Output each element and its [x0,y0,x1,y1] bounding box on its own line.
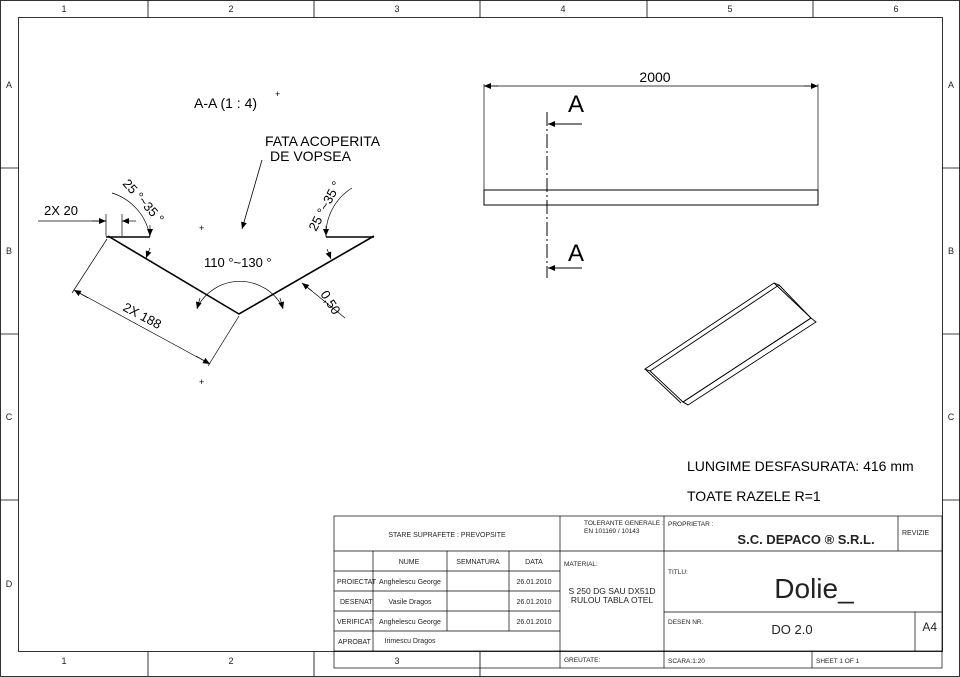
dim-wing-arrow-b [195,355,211,365]
paint-note-leader [241,159,263,230]
dim-thickness: 0,50 [317,288,343,317]
material-line1: S 250 DG SAU DX51D [569,586,656,596]
dim-center-angle: 110 °~130 ° [204,255,272,270]
title-block [333,515,943,669]
section-mark-bottom: A [568,240,584,267]
section-mark-top: A [568,91,584,118]
dim-wing-ext-a [71,238,108,294]
zone-col-6: 6 [893,4,898,14]
dim-right-angle: 25 °~35 ° [305,179,344,234]
date-designed: 26.01.2010 [516,579,551,586]
profile-outline [107,235,375,315]
zone-col-5: 5 [727,4,732,14]
zone-row-d-left: D [6,579,13,589]
drawing-no-label: DESEN NR. [668,619,704,626]
zone-col-2: 2 [228,4,233,14]
zone-letters-right: A B C [948,80,955,422]
dim-right-angle-arrow-2 [325,248,332,260]
header-name: NUME [399,559,420,566]
role-approved: APROBAT [338,639,372,646]
zone-numbers-bottom: 1 2 3 [61,656,399,666]
paint-note-line2: DE VOPSEA [270,148,352,164]
zone-row-c-left: C [6,412,13,422]
material-line2: RULOU TABLA OTEL [571,595,654,605]
role-checked: VERIFICAT [337,619,374,626]
paper-size: A4 [922,620,937,634]
dim-wing-arrow-a [73,289,89,299]
zone-col-3-bottom: 3 [394,656,399,666]
zone-letters-left: A B C D [6,80,13,589]
section-view: A-A (1 : 4) + FATA ACOPERITA DE VOPSEA 2… [38,89,381,387]
drawing-title: Dolie_ [774,573,854,604]
name-checked: Anghelescu George [379,619,441,626]
section-center-mark: + [199,223,204,233]
revision-label: REVIZIE [902,530,930,537]
role-drawn: DESENAT [340,599,373,606]
header-date: DATA [525,559,543,566]
sheet-count: SHEET 1 OF 1 [816,658,860,665]
section-title: A-A (1 : 4) [194,95,257,111]
section-bottom-mark: + [199,377,204,387]
zone-col-4: 4 [560,4,565,14]
top-view-outline [483,189,819,206]
top-view: 2000 A A [483,69,819,278]
zone-row-a-left: A [6,80,12,90]
dim-length: 2000 [639,69,670,85]
title-block-text: STARE SUPRAFETE : PREVOPSITE TOLERANTE G… [337,520,937,665]
name-designed: Anghelescu George [379,579,441,586]
zone-col-2-bottom: 2 [228,656,233,666]
zone-col-1-bottom: 1 [61,656,66,666]
dim-center-angle-arrow-l [195,297,202,310]
date-checked: 26.01.2010 [516,619,551,626]
zone-row-c-right: C [948,412,955,422]
note-developed-length: LUNGIME DESFASURATA: 416 mm [687,458,914,474]
weight-label: GREUTATE: [564,657,600,664]
title-label: TITLU: [668,569,688,576]
surface-state: STARE SUPRAFETE : PREVOPSITE [388,532,506,539]
owner-name: S.C. DEPACO ® S.R.L. [737,532,874,547]
header-signature: SEMNATURA [456,559,500,566]
zone-col-3: 3 [394,4,399,14]
dim-wing-ext-b [207,315,240,367]
zone-row-b-right: B [948,246,954,256]
scale: SCARA:1:20 [668,658,705,665]
name-approved: Irimescu Dragos [385,638,436,645]
dim-left-flange: 2X 20 [44,203,78,218]
dim-center-angle-arrow-r [278,297,285,310]
tolerances-line1: TOLERANTE GENERALE : [584,520,664,527]
tolerances-line2: EN 101169 / 10143 [584,528,640,535]
date-drawn: 26.01.2010 [516,599,551,606]
name-drawn: Vasile Dragos [388,599,432,606]
zone-row-a-right: A [948,80,954,90]
dim-thickness-arrow [301,282,313,292]
note-radii: TOATE RAZELE R=1 [687,488,821,504]
paint-note-line1: FATA ACOPERITA [265,133,381,149]
dim-left-angle-arrow-2 [145,247,152,259]
dim-center-angle-arc [196,281,284,309]
owner-label: PROPRIETAR : [668,521,714,528]
section-origin-mark: + [275,89,280,99]
isometric-view [644,282,817,406]
drawing-no: DO 2.0 [771,622,812,637]
dim-wing-line [73,289,211,365]
role-designed: PROIECTAT [337,579,377,586]
zone-col-1: 1 [61,4,66,14]
material-label: MATERIAL: [564,561,598,568]
zone-numbers-top: 1 2 3 4 5 6 [61,4,898,14]
zone-row-b-left: B [6,246,12,256]
